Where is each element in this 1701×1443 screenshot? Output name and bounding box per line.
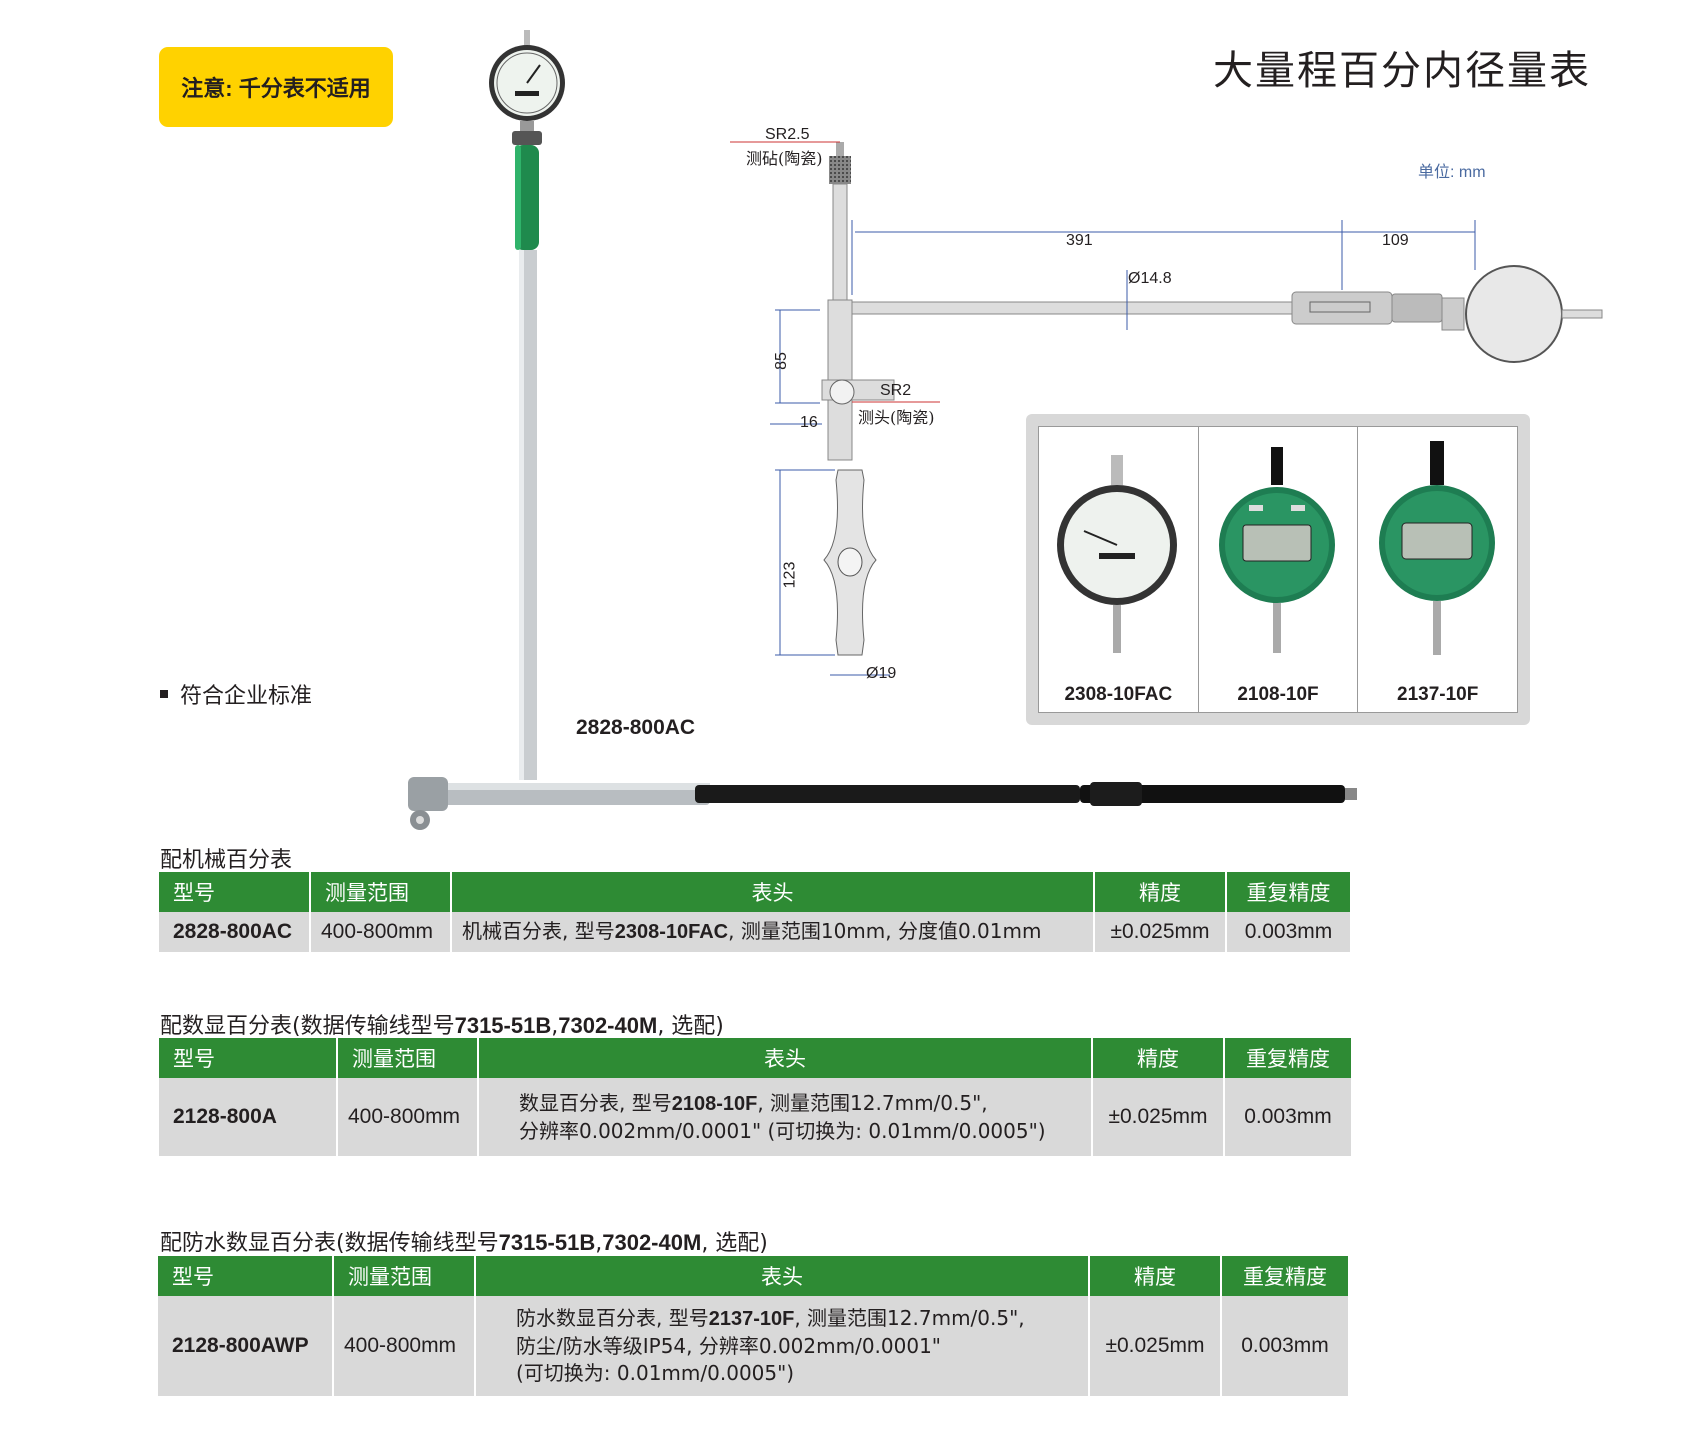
standard-note-text: 符合企业标准 xyxy=(180,684,313,709)
col-repeat: 重复精度 xyxy=(1224,1038,1351,1078)
col-head: 表头 xyxy=(475,1256,1090,1296)
col-head: 表头 xyxy=(478,1038,1093,1078)
spec-table-digital: 型号 测量范围 表头 精度 重复精度 2128-800A 400-800mm 数… xyxy=(159,1038,1351,1156)
col-range: 测量范围 xyxy=(337,1038,479,1078)
probe-label: 测头(陶瓷) xyxy=(858,408,935,427)
dim-109: 109 xyxy=(1382,232,1409,249)
col-accuracy: 精度 xyxy=(1089,1256,1222,1296)
waterproof-indicator-icon xyxy=(1379,441,1496,655)
digital-indicator-icon xyxy=(1218,447,1335,653)
spec-table-mechanical: 型号 测量范围 表头 精度 重复精度 2828-800AC 400-800mm … xyxy=(159,872,1350,952)
col-accuracy: 精度 xyxy=(1094,872,1227,912)
cell-accuracy: ±0.025mm xyxy=(1092,1078,1225,1156)
cell-accuracy: ±0.025mm xyxy=(1094,912,1227,952)
bullet-square-icon xyxy=(160,690,168,698)
cell-model: 2128-800AWP xyxy=(158,1296,334,1396)
table-row: 2128-800A 400-800mm 数显百分表, 型号2108-10F, 测… xyxy=(159,1078,1351,1156)
dim-123: 123 xyxy=(781,561,799,589)
page-title: 大量程百分内径量表 xyxy=(1213,48,1591,94)
notice-badge: 注意: 千分表不适用 xyxy=(159,47,393,127)
dim-sr-bottom: SR2 xyxy=(880,382,912,399)
dimension-drawing xyxy=(730,141,1603,676)
col-model: 型号 xyxy=(159,1038,338,1078)
section-title-mechanical: 配机械百分表 xyxy=(160,848,293,873)
col-range: 测量范围 xyxy=(310,872,452,912)
spec-table-waterproof: 型号 测量范围 表头 精度 重复精度 2128-800AWP 400-800mm… xyxy=(158,1256,1348,1396)
standard-note: 符合企业标准 xyxy=(160,678,312,710)
dim-sr-top: SR2.5 xyxy=(765,126,810,143)
dim-391: 391 xyxy=(1066,232,1093,249)
table-row: 2828-800AC 400-800mm 机械百分表, 型号2308-10FAC… xyxy=(159,912,1350,952)
col-repeat: 重复精度 xyxy=(1226,872,1350,912)
col-model: 型号 xyxy=(159,872,311,912)
col-head: 表头 xyxy=(451,872,1095,912)
dial-indicator-icon xyxy=(1057,455,1177,653)
cell-accuracy: ±0.025mm xyxy=(1089,1296,1222,1396)
table-row: 2128-800AWP 400-800mm 防水数显百分表, 型号2137-10… xyxy=(158,1296,1348,1396)
gauge-2108-10f: 2108-10F xyxy=(1199,427,1359,712)
col-range: 测量范围 xyxy=(333,1256,476,1296)
cell-head: 防水数显百分表, 型号2137-10F, 测量范围12.7mm/0.5", 防尘… xyxy=(475,1296,1090,1396)
gauge-2308-10fac: 2308-10FAC xyxy=(1039,427,1199,712)
gauge-panel: 2308-10FAC 2108-10F 2137-10F xyxy=(1026,414,1530,725)
cell-repeat: 0.003mm xyxy=(1224,1078,1351,1156)
cell-repeat: 0.003mm xyxy=(1226,912,1350,952)
section-title-digital: 配数显百分表(数据传输线型号7315-51B,7302-40M, 选配) xyxy=(160,1013,724,1039)
dim-diameter: Ø14.8 xyxy=(1128,270,1172,287)
cell-head: 机械百分表, 型号2308-10FAC, 测量范围10mm, 分度值0.01mm xyxy=(451,912,1095,952)
col-repeat: 重复精度 xyxy=(1221,1256,1348,1296)
gauge-label: 2108-10F xyxy=(1237,684,1319,705)
cell-model: 2828-800AC xyxy=(159,912,311,952)
anvil-label: 测砧(陶瓷) xyxy=(746,149,823,168)
table-header-row: 型号 测量范围 表头 精度 重复精度 xyxy=(159,1038,1351,1078)
gauge-label: 2308-10FAC xyxy=(1064,684,1173,705)
table-header-row: 型号 测量范围 表头 精度 重复精度 xyxy=(158,1256,1348,1296)
cell-repeat: 0.003mm xyxy=(1221,1296,1348,1396)
bore-gauge-image xyxy=(408,30,1357,830)
cell-model: 2128-800A xyxy=(159,1078,338,1156)
col-model: 型号 xyxy=(158,1256,334,1296)
cell-range: 400-800mm xyxy=(333,1296,476,1396)
dim-19: Ø19 xyxy=(866,665,897,682)
table-header-row: 型号 测量范围 表头 精度 重复精度 xyxy=(159,872,1350,912)
section-title-waterproof: 配防水数显百分表(数据传输线型号7315-51B,7302-40M, 选配) xyxy=(160,1230,768,1256)
cell-range: 400-800mm xyxy=(310,912,452,952)
unit-label: 单位: mm xyxy=(1418,164,1486,181)
dim-16: 16 xyxy=(800,414,818,431)
dim-85: 85 xyxy=(772,352,790,370)
cell-head: 数显百分表, 型号2108-10F, 测量范围12.7mm/0.5", 分辨率0… xyxy=(478,1078,1093,1156)
gauge-label: 2137-10F xyxy=(1397,684,1479,705)
main-model-label: 2828-800AC xyxy=(576,716,696,739)
cell-range: 400-800mm xyxy=(337,1078,479,1156)
col-accuracy: 精度 xyxy=(1092,1038,1225,1078)
gauge-2137-10f: 2137-10F xyxy=(1358,427,1517,712)
